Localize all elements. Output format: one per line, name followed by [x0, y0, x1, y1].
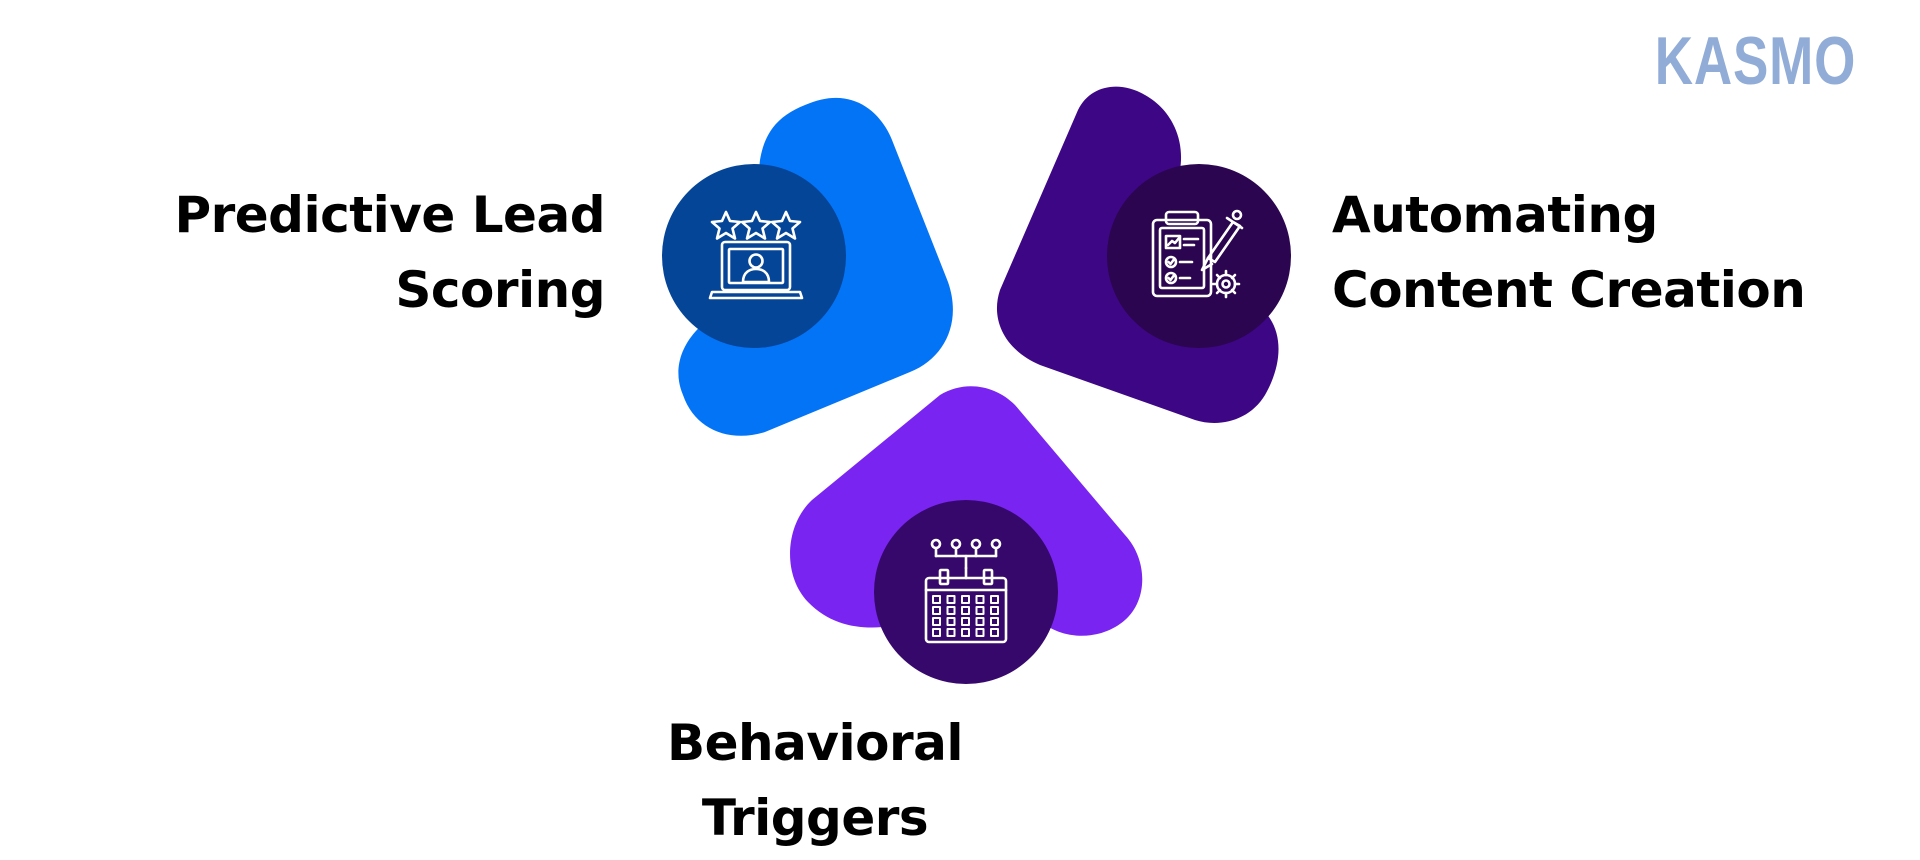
calendar-network-icon: [924, 538, 1008, 644]
icon-circle-indigo: [1107, 164, 1291, 348]
brand-logo: KASMO: [1654, 23, 1856, 99]
laptop-user-rating-icon: [708, 210, 804, 300]
item-title-predictive-lead-scoring: Predictive Lead Scoring: [174, 186, 605, 319]
petal-predictive-lead-scoring: [662, 97, 953, 436]
item-title-automating-content-creation: Automating Content Creation: [1332, 186, 1806, 319]
icon-circle-violet: [874, 500, 1058, 684]
clipboard-robot-gear-icon: [1151, 209, 1244, 299]
petal-automating-content-creation: [996, 86, 1291, 423]
petal-behavioral-triggers: [790, 386, 1143, 684]
item-title-behavioral-triggers: Behavioral Triggers: [667, 714, 963, 847]
